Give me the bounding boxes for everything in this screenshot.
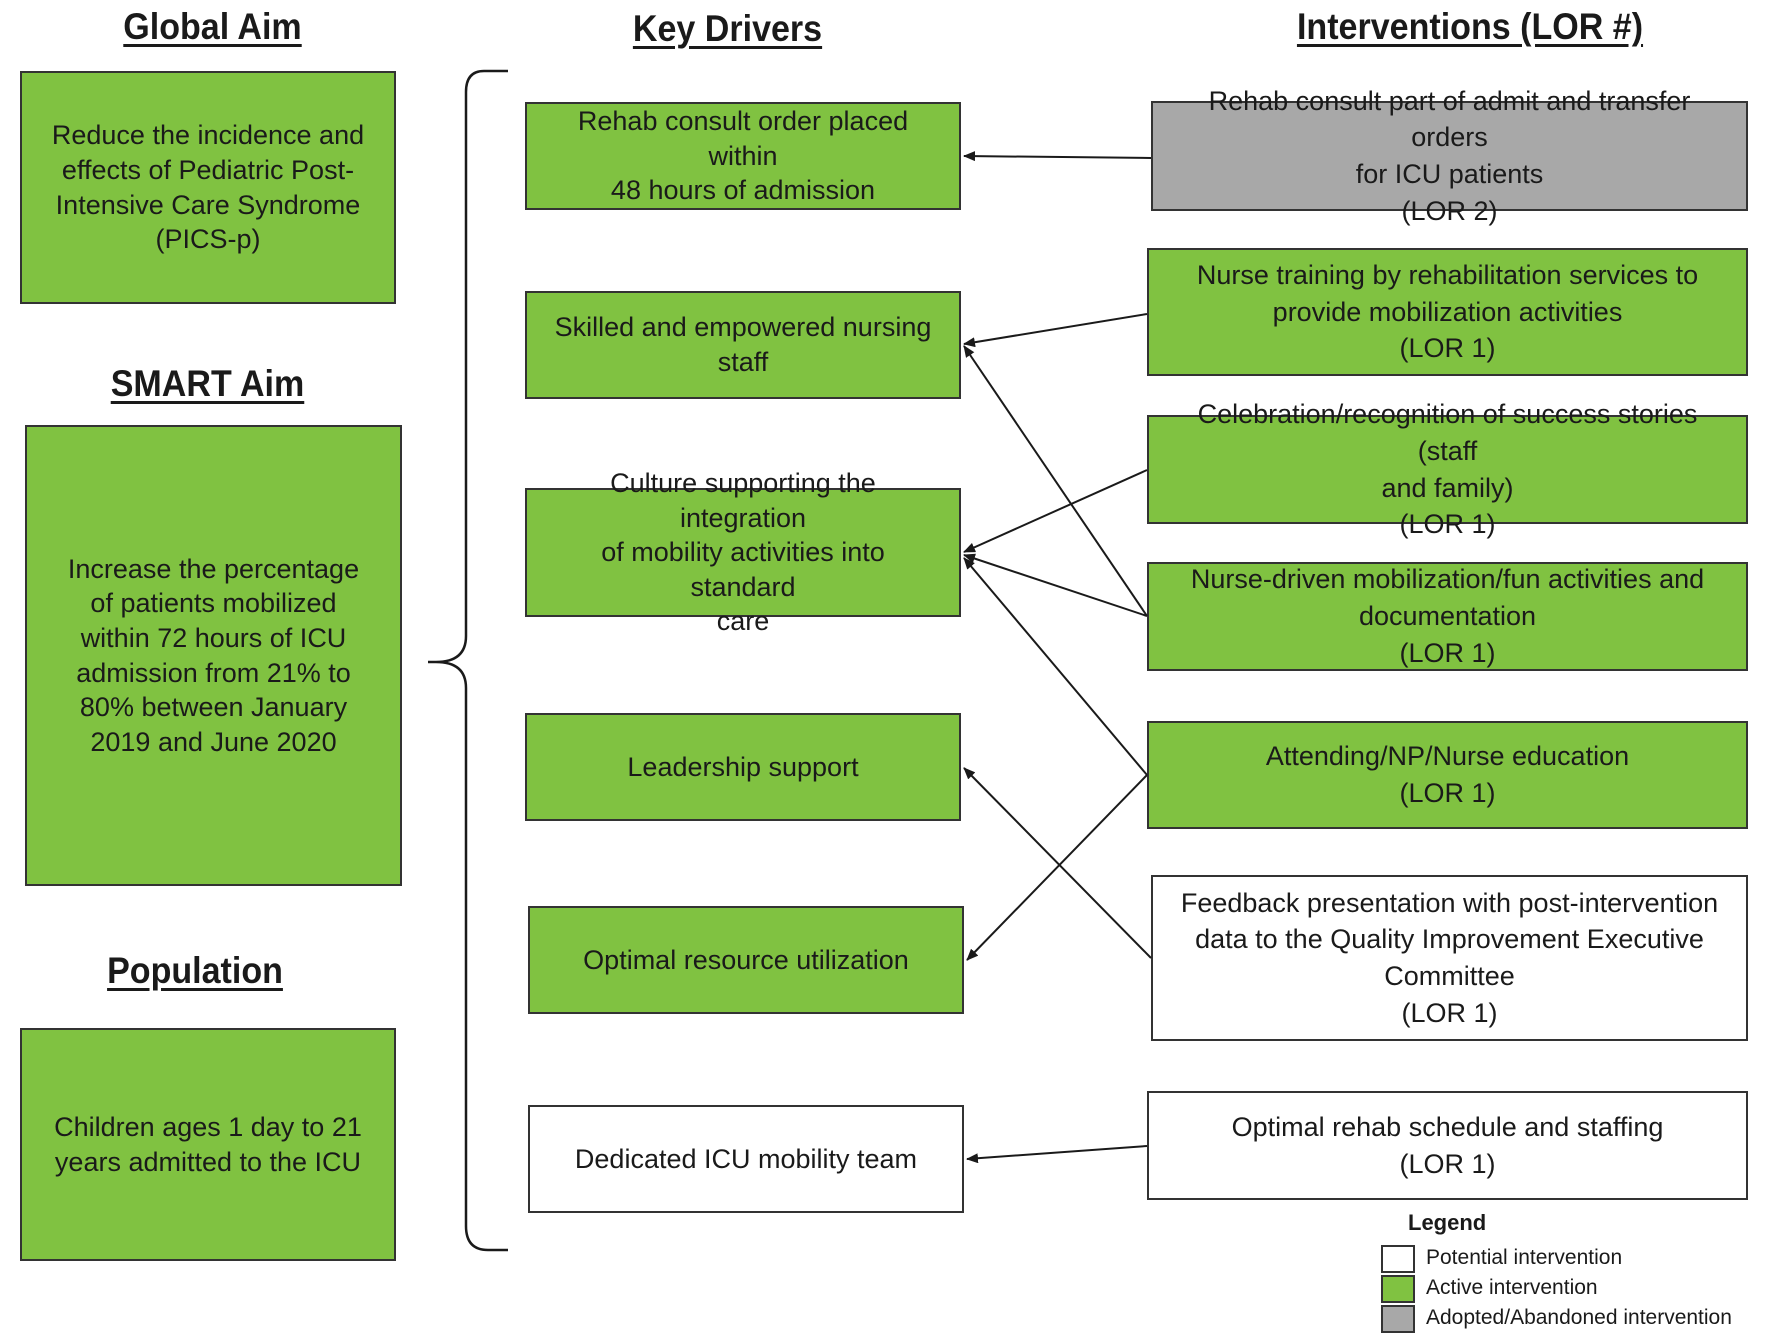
legend-swatch-active [1381, 1275, 1415, 1303]
heading-global-aim: Global Aim [123, 6, 302, 47]
intervention-label: Attending/NP/Nurse education (LOR 1) [1265, 741, 1630, 808]
smart-aim-box: Increase the percentage of patients mobi… [25, 425, 402, 886]
legend-label-adopted-abandoned: Adopted/Abandoned intervention [1426, 1306, 1732, 1329]
arrow-celebration-to-culture [963, 469, 1148, 553]
intervention-box-nurse-training: Nurse training by rehabilitation service… [1147, 248, 1748, 376]
intervention-label: Nurse-driven mobilization/fun activities… [1190, 564, 1705, 668]
intervention-box-admit-orders: Rehab consult part of admit and transfer… [1151, 86, 1748, 226]
heading-population: Population [107, 950, 283, 991]
driver-box-mobility-team: Dedicated ICU mobility team [528, 1105, 964, 1213]
arrow-feedback-to-leadership [963, 767, 1152, 959]
legend-swatch-potential [1381, 1245, 1415, 1273]
heading-key-drivers: Key Drivers [632, 8, 823, 49]
heading-interventions: Interventions (LOR #) [1296, 6, 1644, 47]
arrow-education-to-resource-utilization [966, 774, 1148, 961]
global-aim-box: Reduce the incidence and effects of Pedi… [20, 71, 396, 304]
driver-label: Rehab consult order placed within 48 hou… [577, 106, 909, 206]
legend-title: Legend [1408, 1210, 1487, 1235]
intervention-label: Nurse training by rehabilitation service… [1196, 259, 1699, 364]
intervention-label: Feedback presentation with post-interven… [1180, 887, 1719, 1028]
global-aim-text: Reduce the incidence and effects of Pedi… [51, 120, 365, 255]
driver-box-resource-utilization: Optimal resource utilization [528, 906, 964, 1014]
population-box: Children ages 1 day to 21 years admitted… [20, 1028, 396, 1261]
intervention-box-nurse-driven: Nurse-driven mobilization/fun activities… [1147, 562, 1748, 671]
intervention-box-feedback: Feedback presentation with post-interven… [1151, 875, 1748, 1041]
intervention-label: Optimal rehab schedule and staffing (LOR… [1231, 1111, 1664, 1179]
population-text: Children ages 1 day to 21 years admitted… [54, 1111, 362, 1177]
intervention-box-education: Attending/NP/Nurse education (LOR 1) [1147, 721, 1748, 829]
intervention-label: Celebration/recognition of success stori… [1197, 399, 1698, 540]
driver-label: Culture supporting the integration of mo… [601, 468, 885, 637]
driver-label: Dedicated ICU mobility team [574, 1143, 918, 1174]
driver-box-skilled-nursing: Skilled and empowered nursing staff [525, 291, 961, 399]
arrow-nurse-driven-to-culture [963, 553, 1148, 617]
driver-box-rehab-consult: Rehab consult order placed within 48 hou… [525, 102, 961, 210]
driver-box-leadership: Leadership support [525, 713, 961, 821]
intervention-box-celebration: Celebration/recognition of success stori… [1147, 399, 1748, 539]
arrow-admit-orders-to-rehab-consult [963, 151, 1152, 162]
intervention-label: Rehab consult part of admit and transfer… [1208, 85, 1691, 226]
legend-swatch-adopted-abandoned [1381, 1305, 1415, 1333]
legend-label-potential: Potential intervention [1426, 1246, 1623, 1269]
arrow-rehab-schedule-to-mobility-team [966, 1145, 1148, 1164]
smart-aim-text: Increase the percentage of patients mobi… [67, 553, 360, 757]
driver-label: Leadership support [627, 751, 859, 782]
arrow-education-to-culture [963, 557, 1148, 776]
driver-label: Skilled and empowered nursing staff [554, 312, 932, 377]
heading-smart-aim: SMART Aim [110, 363, 305, 404]
legend-label-active: Active intervention [1426, 1276, 1598, 1299]
aim-brace [428, 69, 508, 1252]
driver-box-culture: Culture supporting the integration of mo… [525, 468, 961, 636]
intervention-box-rehab-schedule: Optimal rehab schedule and staffing (LOR… [1147, 1091, 1748, 1200]
arrow-nurse-driven-to-skilled-nursing [963, 345, 1148, 617]
driver-label: Optimal resource utilization [583, 944, 909, 975]
arrow-nurse-training-to-skilled-nursing [963, 313, 1148, 348]
